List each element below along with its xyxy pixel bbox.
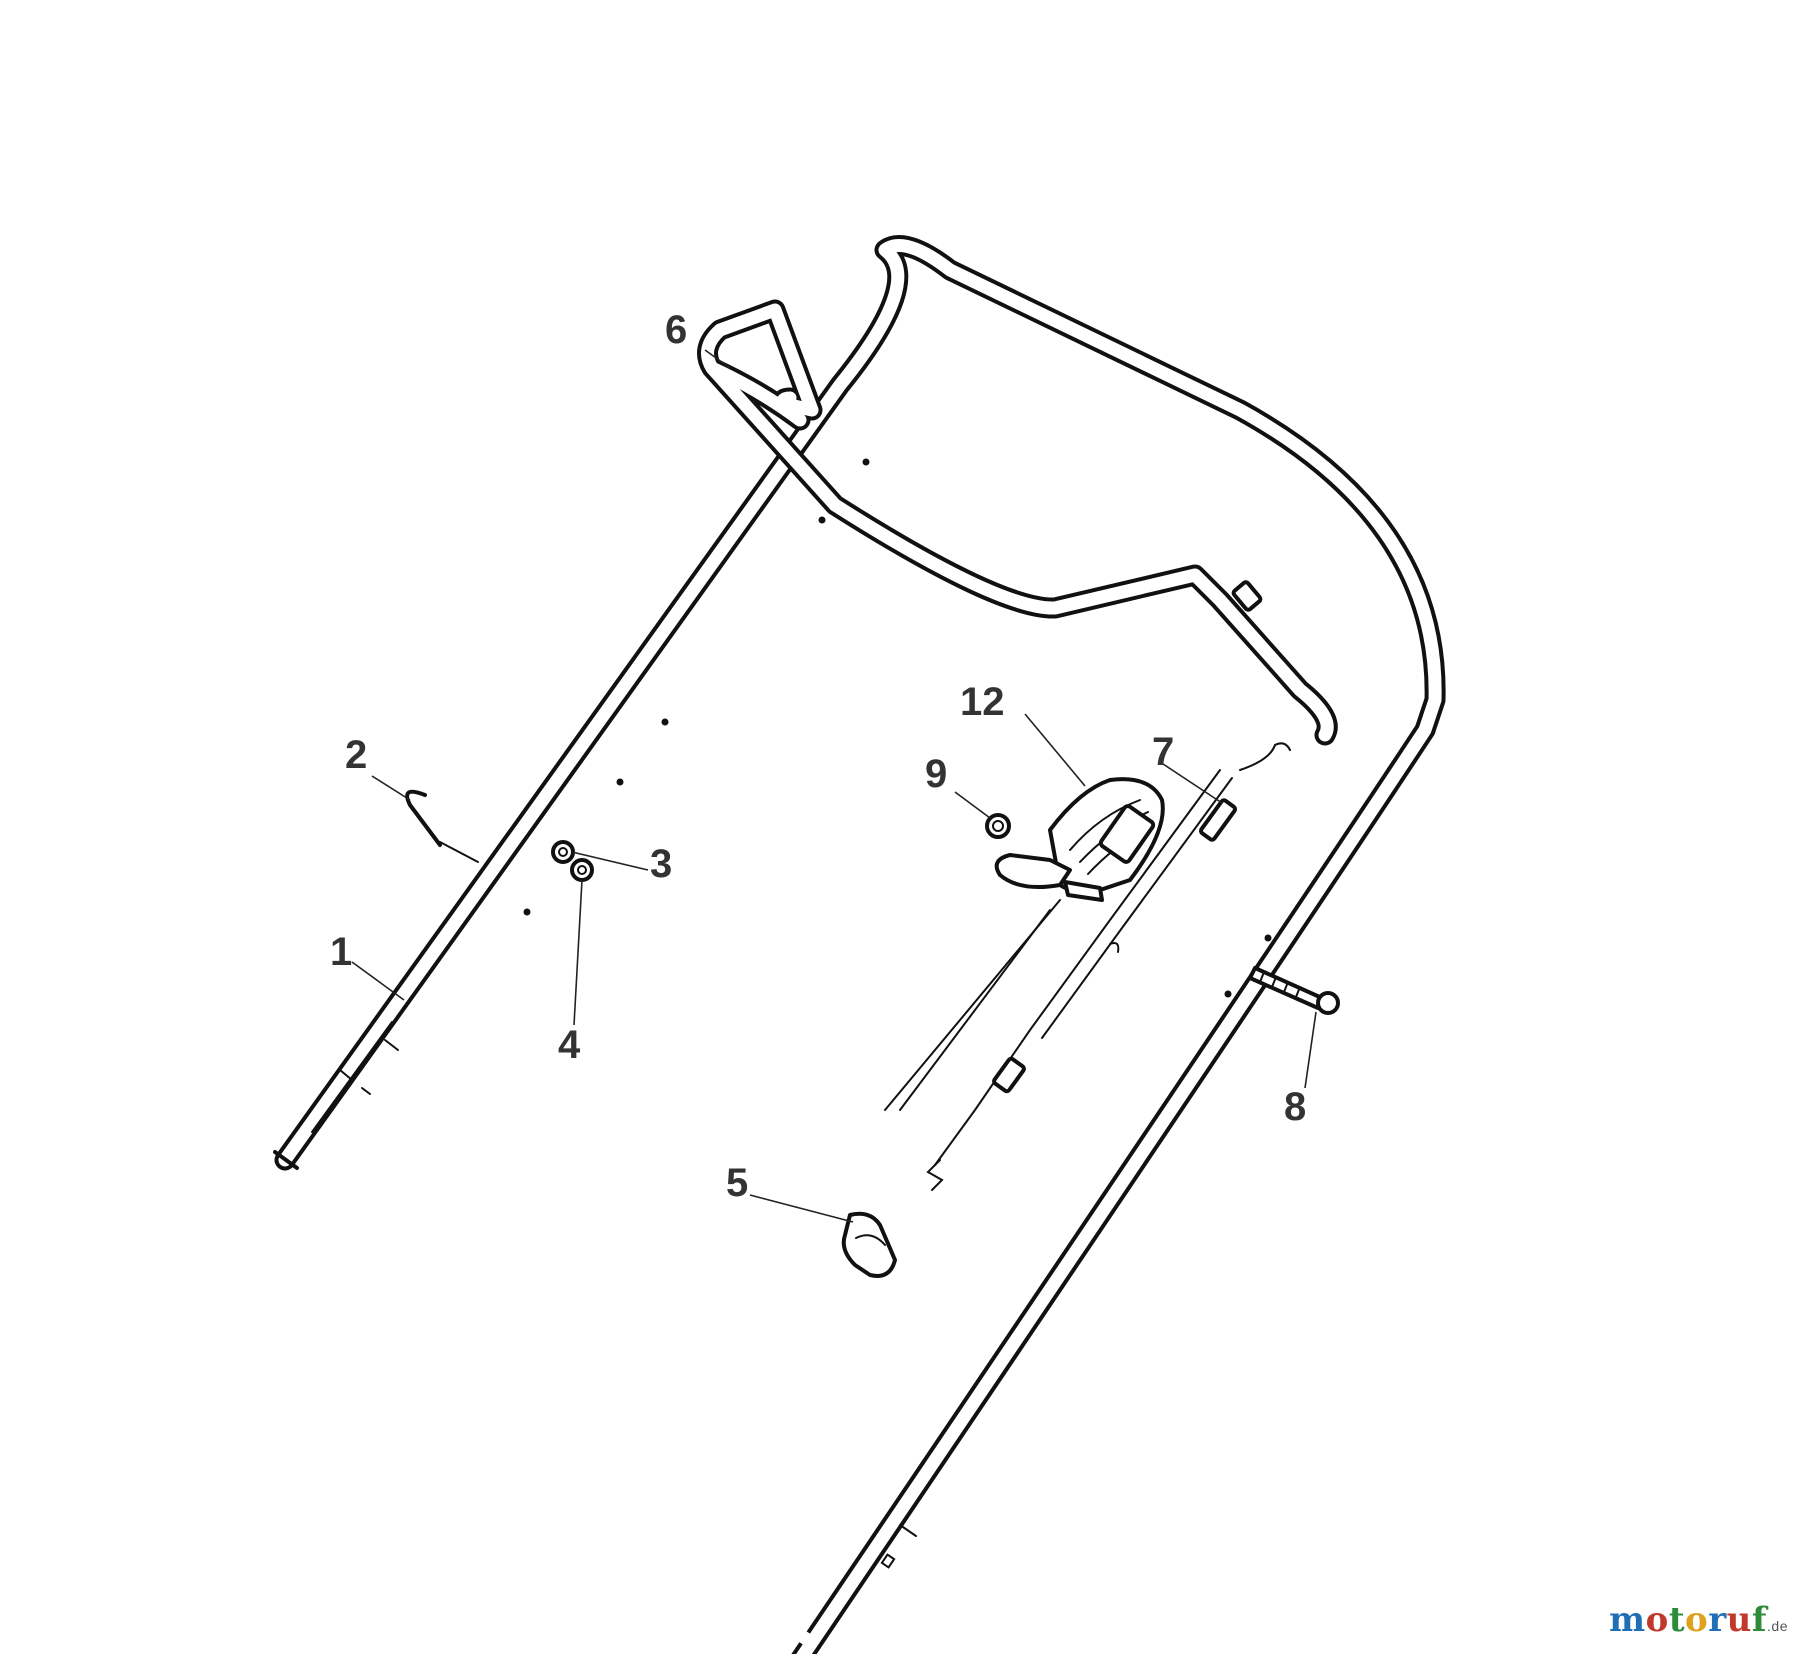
callout-5: 5 [726, 1161, 748, 1205]
bolt [1248, 966, 1340, 1015]
watermark-suffix: .de [1767, 1618, 1788, 1634]
callout-9: 9 [925, 752, 947, 796]
callout-2: 2 [345, 733, 367, 777]
watermark-letter: o [1645, 1600, 1669, 1640]
watermark-letter: o [1685, 1600, 1709, 1640]
callout-3: 3 [650, 842, 672, 886]
frame-holes [523, 458, 1272, 998]
callout-8: 8 [1284, 1085, 1306, 1129]
callout-labels: 6 2 3 4 1 5 7 8 9 12 [330, 308, 1306, 1205]
callout-12: 12 [960, 680, 1005, 724]
watermark-letter: r [1708, 1600, 1727, 1640]
callout-4: 4 [558, 1023, 581, 1067]
washer [551, 840, 575, 864]
control-nut [985, 813, 1011, 839]
control-bail [697, 299, 1338, 746]
callout-7: 7 [1152, 730, 1174, 774]
lower-tube-right [880, 1524, 917, 1569]
hook-bolt [405, 789, 479, 863]
control-housing [994, 777, 1165, 902]
watermark-letter: m [1609, 1600, 1646, 1640]
watermark-text: motoruf [1609, 1600, 1767, 1640]
watermark-letter: t [1668, 1600, 1686, 1640]
cable-clip [841, 1211, 897, 1278]
watermark-logo: motoruf.de [1609, 1600, 1788, 1640]
nut [570, 858, 594, 882]
leader-lines [351, 349, 1317, 1223]
watermark-letter: f [1751, 1600, 1768, 1640]
callout-6: 6 [665, 308, 687, 352]
callout-1: 1 [330, 930, 352, 974]
handle-frame [273, 235, 1446, 1654]
watermark-letter: u [1726, 1600, 1752, 1640]
lower-tube-left [311, 1021, 399, 1133]
cables [884, 742, 1291, 1191]
